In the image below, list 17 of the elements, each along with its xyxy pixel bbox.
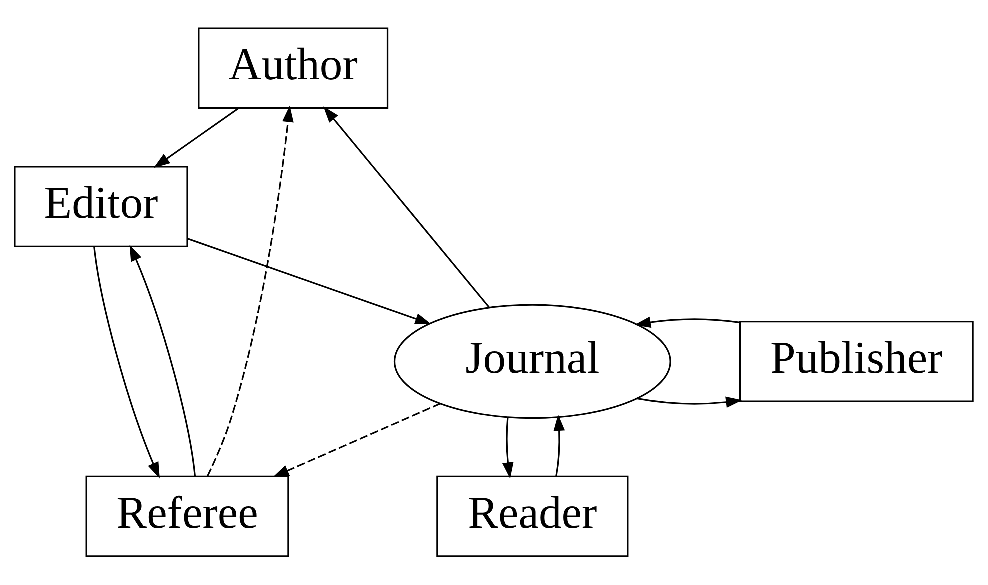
arrow xyxy=(154,108,240,168)
arrow xyxy=(502,417,514,479)
node-box: Referee xyxy=(86,476,290,558)
arrow xyxy=(94,247,160,479)
arrow xyxy=(634,316,740,328)
node-box: Author xyxy=(198,28,389,110)
arrow xyxy=(188,238,432,325)
arrow xyxy=(554,414,566,477)
arrow xyxy=(636,396,742,408)
node-ellipse: Journal xyxy=(394,304,672,420)
node-box: Publisher xyxy=(739,321,974,402)
node-box: Reader xyxy=(436,476,629,558)
arrow xyxy=(207,106,294,477)
arrow xyxy=(324,106,490,308)
arrow xyxy=(130,245,196,477)
arrow xyxy=(272,403,441,478)
node-box: Editor xyxy=(14,166,188,248)
